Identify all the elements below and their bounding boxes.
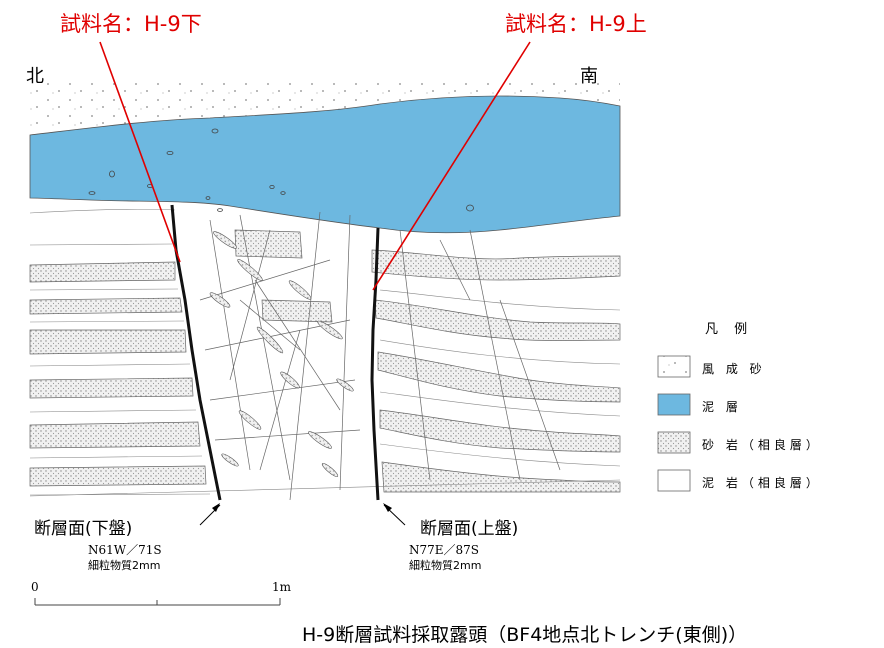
legend-swatch-mudstone [657, 469, 691, 492]
fault-label-upper: 断層面(上盤) [420, 519, 519, 539]
sample-label-lower: 試料名：H-9下 [60, 12, 202, 36]
direction-north: 北 [26, 66, 44, 87]
scale-label-start: 0 [31, 580, 39, 594]
direction-south: 南 [580, 66, 598, 87]
leader-line-upper [372, 41, 531, 291]
fault-strike-upper: N77E／87S [409, 543, 480, 557]
legend-label-aeolian-sand: 風 成 砂 [702, 362, 766, 376]
fault-label-lower: 断層面(下盤) [34, 519, 133, 539]
leader-line-lower [99, 41, 181, 263]
sandstone-beds [29, 229, 621, 493]
figure-caption: H-9断層試料採取露頭（BF4地点北トレンチ(東側)） [302, 624, 748, 646]
fault-plane-upper [370, 227, 380, 501]
legend-label-sandstone: 砂 岩（相良層） [702, 438, 822, 452]
mud-layer [29, 95, 621, 234]
fault-plane-lower [170, 204, 222, 501]
breccia-lenses [209, 231, 354, 478]
fault-material-lower: 細粒物質2mm [88, 559, 161, 572]
legend-title: 凡 例 [705, 322, 754, 337]
sample-label-upper: 試料名：H-9上 [505, 12, 647, 36]
legend-label-mud-layer: 泥 層 [702, 400, 742, 414]
legend-swatch-sandstone [657, 431, 691, 454]
mud-pebbles [88, 128, 474, 212]
fracture-network [199, 211, 561, 501]
fault-material-upper: 細粒物質2mm [409, 559, 482, 572]
bedding-lines [29, 208, 621, 497]
legend-label-mudstone: 泥 岩（相良層） [702, 476, 822, 490]
arrow-upper-head [383, 503, 392, 512]
fault-strike-lower: N61W／71S [88, 543, 162, 557]
legend-swatch-aeolian-sand [657, 355, 691, 378]
legend-swatch-mud-layer [657, 393, 691, 416]
arrow-lower-head [212, 503, 220, 512]
scale-label-end: 1m [272, 580, 292, 594]
